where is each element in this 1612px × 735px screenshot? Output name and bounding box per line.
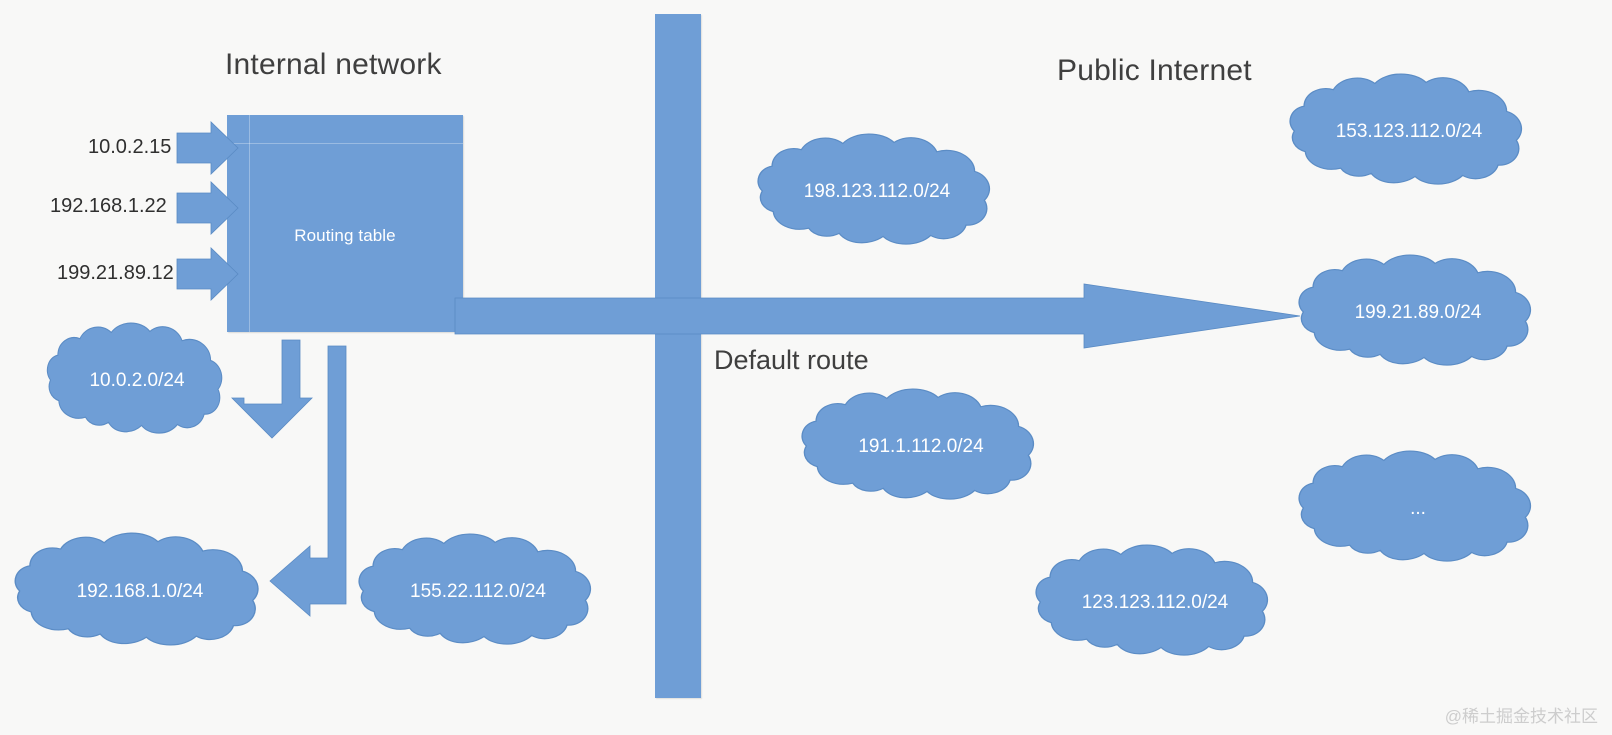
cloud-label: 192.168.1.0/24 — [77, 581, 204, 602]
cloud-10-0-2[interactable]: 10.0.2.0/24 — [46, 322, 223, 434]
inbound-ip-label-2: 199.21.89.12 — [57, 262, 174, 284]
inbound-arrow-2 — [176, 181, 239, 235]
cloud-199-21-89[interactable]: 199.21.89.0/24 — [1298, 254, 1532, 366]
inbound-arrow-1 — [176, 121, 239, 175]
cloud-155-22-112[interactable]: 155.22.112.0/24 — [358, 533, 592, 645]
default-route-label: Default route — [714, 345, 869, 375]
cloud-label: 10.0.2.0/24 — [89, 370, 185, 391]
elbow-arrow-to-192-168-1 — [269, 345, 347, 617]
public-internet-title: Public Internet — [1057, 54, 1252, 87]
cloud-label: ... — [1410, 498, 1426, 519]
cloud-label: 199.21.89.0/24 — [1355, 302, 1482, 323]
inbound-ip-label-0: 10.0.2.15 — [88, 136, 172, 158]
inbound-arrow-3 — [176, 247, 239, 301]
cloud-ellipsis[interactable]: ... — [1298, 450, 1532, 562]
cloud-123-123-112[interactable]: 123.123.112.0/24 — [1035, 544, 1269, 656]
cloud-label: 191.1.112.0/24 — [858, 436, 984, 457]
routing-table-box[interactable]: Routing table — [227, 115, 463, 332]
default-route-arrow — [454, 283, 1301, 349]
cloud-153-123-112[interactable]: 153.123.112.0/24 — [1289, 73, 1523, 185]
routing-table-label: Routing table — [294, 226, 396, 245]
cloud-191-1-112[interactable]: 191.1.112.0/24 — [801, 388, 1035, 500]
cloud-label: 155.22.112.0/24 — [410, 581, 546, 602]
routing-table-header-divider — [227, 143, 463, 144]
inbound-ip-label-1: 192.168.1.22 — [50, 195, 167, 217]
cloud-192-168-1[interactable]: 192.168.1.0/24 — [14, 532, 259, 646]
cloud-198-123-112[interactable]: 198.123.112.0/24 — [757, 133, 991, 245]
watermark: @稀土掘金技术社区 — [1444, 707, 1598, 726]
cloud-label: 153.123.112.0/24 — [1336, 121, 1483, 142]
cloud-label: 123.123.112.0/24 — [1082, 592, 1229, 613]
elbow-arrow-to-10-0-2 — [231, 339, 313, 439]
internal-network-title: Internal network — [225, 48, 442, 81]
network-boundary-divider — [655, 14, 701, 698]
cloud-label: 198.123.112.0/24 — [804, 181, 951, 202]
routing-table-column-divider — [249, 115, 250, 332]
